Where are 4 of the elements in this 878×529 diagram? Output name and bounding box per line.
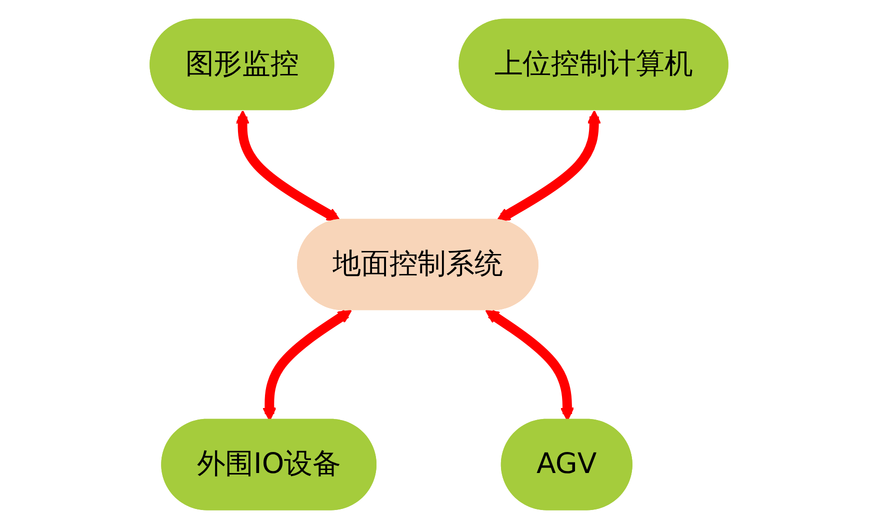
arrow — [485, 310, 574, 422]
arrow — [236, 110, 341, 222]
arrow — [496, 110, 602, 222]
arrow — [262, 310, 352, 422]
